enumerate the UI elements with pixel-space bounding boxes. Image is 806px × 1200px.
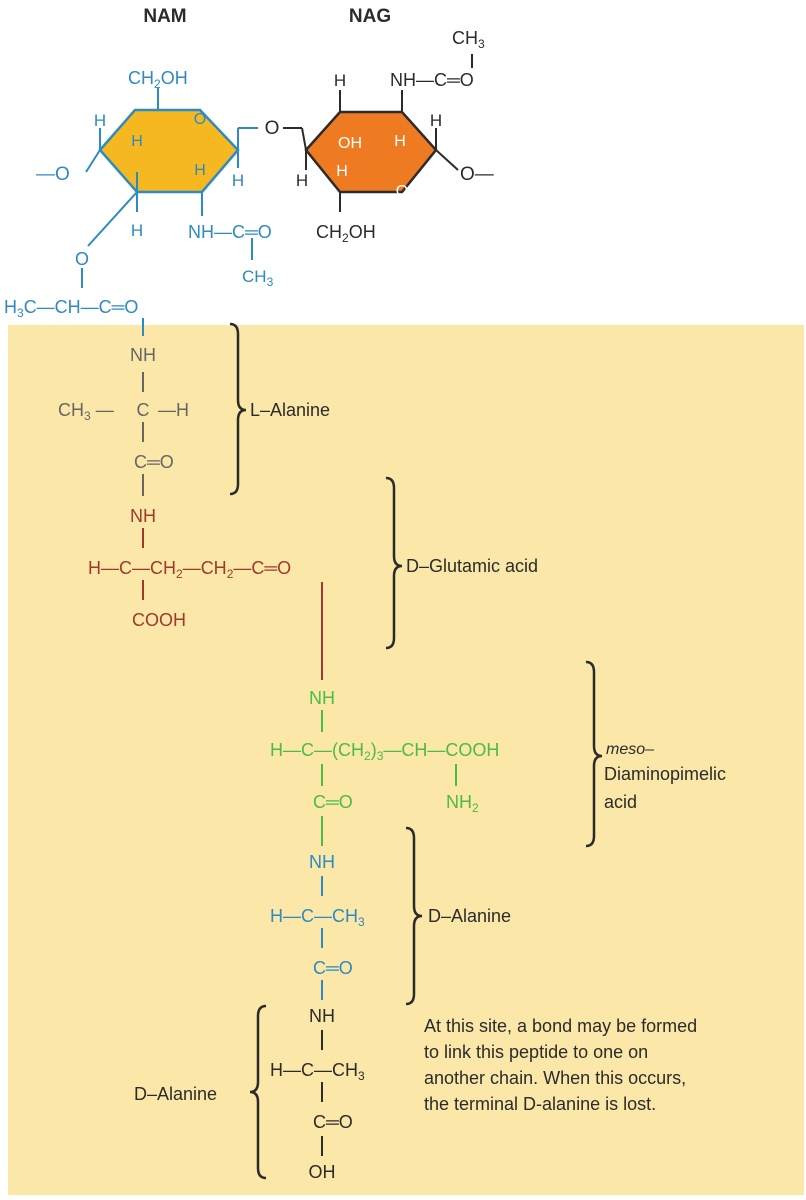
- d-glu-cooh: COOH: [132, 610, 186, 630]
- nag-ch3-top: CH3: [452, 28, 485, 51]
- d-glu-nh: NH: [130, 506, 156, 526]
- nam-ring-o: O: [194, 111, 206, 128]
- nag-oh-inner: OH: [338, 135, 362, 152]
- l-ala-nh: NH: [130, 345, 156, 365]
- l-ala-brace: [229, 322, 247, 496]
- terminal-d-alanine-label: D–Alanine: [134, 1084, 217, 1104]
- nag-ring-o: O: [396, 183, 408, 200]
- note-line-4: the terminal D-alanine is lost.: [424, 1094, 656, 1114]
- nam-h-bottom: H: [131, 221, 143, 240]
- dap-nh2: NH2: [446, 792, 479, 815]
- nag-h-right: H: [430, 111, 442, 130]
- nag-h-left: H: [296, 171, 308, 190]
- d-glu-bonds: [142, 528, 323, 680]
- nag-h-inner1: H: [394, 133, 406, 150]
- terminal-d-ala-brace: [249, 1004, 267, 1180]
- nag-header: NAG: [349, 6, 391, 27]
- nam-h-right: H: [232, 171, 244, 190]
- lactyl-o: O: [75, 249, 89, 269]
- nam-h-inner1: H: [131, 133, 143, 150]
- dap-chain: H—C—(CH2)3—CH—COOH: [270, 740, 499, 763]
- terminal-d-ala-oh: OH: [309, 1162, 336, 1182]
- nam-h-inner2: H: [194, 162, 206, 179]
- note-line-3: another chain. When this occurs,: [424, 1068, 686, 1088]
- dap-label-meso: meso–: [606, 741, 654, 758]
- lactyl-chain: H3C—CH—C═O: [4, 297, 138, 320]
- nam-nh-co: NH—C═O: [188, 222, 272, 242]
- terminal-d-ala-co: C═O: [313, 1112, 353, 1132]
- dap-nh: NH: [309, 688, 335, 708]
- d-glutamic-label: D–Glutamic acid: [406, 556, 538, 576]
- d-glu-brace: [385, 476, 403, 650]
- dap-bonds: [321, 710, 457, 846]
- glycosidic-o: O: [265, 118, 280, 139]
- nam-ch2oh: CH2OH: [128, 68, 188, 91]
- d-ala-chain: H—C—CH3: [270, 906, 365, 929]
- nag-h-inner2: H: [336, 163, 348, 180]
- note-line-1: At this site, a bond may be formed: [424, 1016, 697, 1036]
- nag-nh-co-top: NH—C═O: [390, 70, 474, 90]
- terminal-d-ala-chain: H—C—CH3: [270, 1060, 365, 1083]
- d-glu-chain: H—C—CH2—CH2—C═O: [88, 558, 291, 581]
- d-ala-nh: NH: [309, 852, 335, 872]
- nam-acetyl-ch3: CH3: [242, 267, 274, 289]
- dap-brace: [585, 660, 603, 848]
- nam-left-o: —O: [36, 164, 70, 185]
- nag-right-o: O—: [460, 164, 494, 185]
- l-ala-ch3: CH3 —: [58, 400, 114, 423]
- l-ala-h: —H: [158, 400, 189, 420]
- d-alanine-label: D–Alanine: [428, 906, 511, 926]
- terminal-d-ala-nh: NH: [309, 1006, 335, 1026]
- dap-co: C═O: [313, 792, 353, 812]
- dap-label-acid: acid: [604, 792, 637, 812]
- dap-label-name: Diaminopimelic: [604, 764, 726, 784]
- l-alanine-label: L–Alanine: [250, 400, 330, 420]
- d-ala-co: C═O: [313, 958, 353, 978]
- l-ala-c: C: [137, 400, 150, 420]
- note-line-2: to link this peptide to one on: [424, 1042, 648, 1062]
- nam-h-left: H: [94, 111, 106, 130]
- nam-header: NAM: [143, 6, 186, 27]
- nag-h-top: H: [334, 71, 346, 90]
- d-ala-brace: [405, 826, 423, 1006]
- nag-ch2oh: CH2OH: [316, 222, 376, 245]
- l-ala-co: C═O: [134, 452, 174, 472]
- nag-ring: [301, 54, 473, 212]
- peptide-panel: [8, 325, 804, 1195]
- nam-ring: [81, 88, 258, 336]
